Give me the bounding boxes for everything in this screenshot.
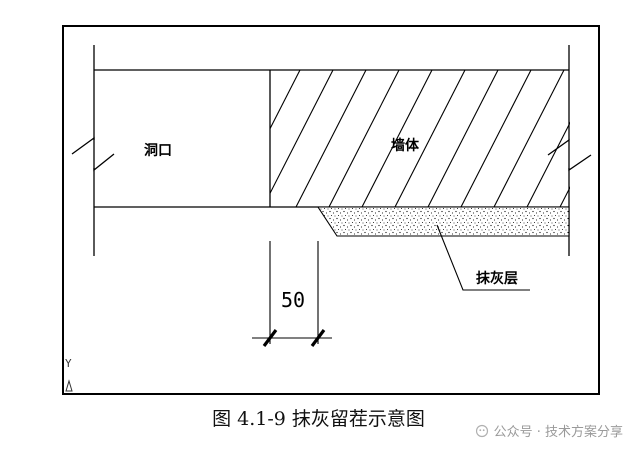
wechat-icon xyxy=(475,424,488,437)
dimension-tick-right xyxy=(310,329,326,347)
watermark: 公众号 · 技术方案分享 xyxy=(475,421,623,440)
ucs-axis-icon: Y xyxy=(65,357,73,392)
watermark-text: 公众号 · 技术方案分享 xyxy=(493,425,623,440)
dimension-tick-left xyxy=(262,329,278,347)
plaster-leader-line xyxy=(436,224,530,291)
wall-hatching xyxy=(270,70,570,207)
dimension-value: 50 xyxy=(281,288,305,312)
drawing-border xyxy=(62,25,600,395)
figure-caption: 图 4.1-9 抹灰留茬示意图 xyxy=(212,408,425,430)
left-break-line xyxy=(71,45,115,256)
dimension-50 xyxy=(252,241,332,347)
opening-label: 洞口 xyxy=(144,143,172,159)
wall-label: 墙体 xyxy=(391,137,420,154)
plaster-label: 抹灰层 xyxy=(476,270,518,287)
axis-y-label: Y xyxy=(65,357,72,370)
plaster-layer xyxy=(316,206,570,237)
